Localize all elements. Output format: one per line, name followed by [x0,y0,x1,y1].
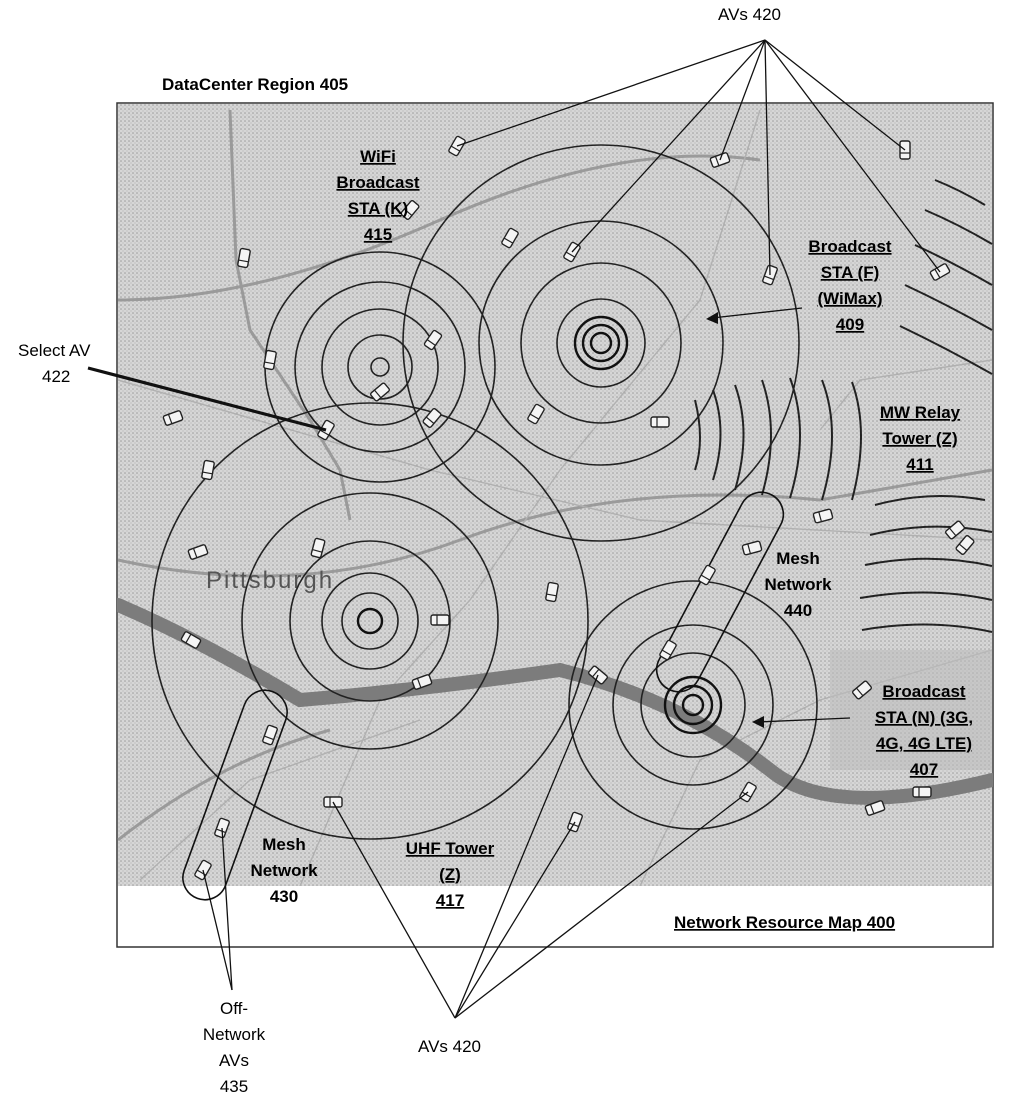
av-vehicle-icon [310,537,326,559]
av-vehicle-icon [262,724,278,746]
av-vehicle-icon [423,329,443,351]
svg-text:435: 435 [220,1077,248,1096]
svg-text:411: 411 [906,455,933,474]
av-vehicle-icon [162,410,184,426]
mw-relay-tower-arcs [694,179,993,633]
av-vehicle-icon [945,520,965,540]
av-vehicle-icon [201,459,215,481]
mesh-network-430-outline [182,689,288,901]
svg-text:Network: Network [203,1025,266,1044]
av-vehicle-icon [659,639,677,661]
svg-text:WiFi: WiFi [360,147,396,166]
svg-text:Network: Network [250,861,318,880]
svg-text:415: 415 [364,225,392,244]
av-vehicle-icon [912,786,932,798]
select-av-label: Select AV 422 [18,341,91,386]
svg-text:(WiMax): (WiMax) [817,289,882,308]
svg-text:422: 422 [42,367,70,386]
uhf-tower-coverage-rings [151,402,589,840]
svg-text:Mesh: Mesh [262,835,305,854]
av-vehicle-icon [400,200,420,220]
broadcast-sta-f-label: Broadcast STA (F) (WiMax) 409 [808,237,891,334]
tower-arrows [706,307,851,728]
avs-420-bottom-leader-lines [332,674,749,1019]
region-label: DataCenter Region 405 [162,75,348,94]
svg-text:Network: Network [764,575,832,594]
av-vehicle-icon [237,247,251,269]
select-av-leader-line [87,366,327,432]
av-vehicle-icon [698,564,716,586]
svg-text:430: 430 [270,887,298,906]
svg-text:AVs: AVs [219,1051,249,1070]
svg-text:Mesh: Mesh [776,549,819,568]
avs-420-top-label: AVs 420 [718,5,781,24]
svg-text:STA (N) (3G,: STA (N) (3G, [875,708,973,727]
svg-text:4G, 4G LTE): 4G, 4G LTE) [876,734,972,753]
av-vehicle-icon [180,631,202,649]
svg-text:STA (K): STA (K) [348,199,408,218]
svg-text:Select AV: Select AV [18,341,91,360]
av-vehicle-icon [430,614,450,626]
svg-text:Broadcast: Broadcast [808,237,891,256]
svg-text:MW Relay: MW Relay [880,403,961,422]
svg-text:407: 407 [910,760,938,779]
avs-420-top-leader-lines [456,39,941,276]
av-vehicle-icon [411,674,433,690]
mw-relay-tower-label: MW Relay Tower (Z) 411 [880,403,961,474]
off-network-leader-lines [202,827,233,991]
svg-text:440: 440 [784,601,812,620]
svg-text:Broadcast: Broadcast [336,173,419,192]
av-vehicle-icon [650,416,670,428]
mesh-network-440-label: Mesh Network 440 [764,549,832,620]
av-vehicle-icon [501,227,519,249]
av-vehicle-icon [187,544,209,560]
av-vehicle-icon [527,403,545,425]
svg-text:Tower (Z): Tower (Z) [882,429,957,448]
svg-text:Off-: Off- [220,999,248,1018]
av-vehicle-icon [955,535,975,555]
off-network-avs-label: Off- Network AVs 435 [203,999,266,1096]
map-place-name: Pittsburgh [206,567,334,594]
broadcast-sta-f-coverage-rings [402,144,800,542]
av-vehicle-icon [864,800,886,816]
av-vehicle-icon [812,508,834,524]
av-vehicle-icon [263,349,277,371]
uhf-tower-label: UHF Tower (Z) 417 [406,839,495,910]
svg-text:UHF Tower: UHF Tower [406,839,495,858]
av-vehicle-icon [370,382,390,402]
svg-text:Broadcast: Broadcast [882,682,965,701]
av-vehicle-icon [741,540,763,556]
svg-text:409: 409 [836,315,864,334]
av-vehicle-icon [422,408,442,428]
av-vehicle-icon [545,581,559,603]
map-background-features [117,109,993,886]
avs-420-bottom-label: AVs 420 [418,1037,481,1056]
svg-text:(Z): (Z) [439,865,461,884]
wifi-sta-label: WiFi Broadcast STA (K) 415 [336,147,419,244]
map-title: Network Resource Map 400 [674,913,895,932]
mesh-network-430-label: Mesh Network 430 [250,835,318,906]
svg-text:417: 417 [436,891,464,910]
broadcast-sta-n-label: Broadcast STA (N) (3G, 4G, 4G LTE) 407 [875,682,973,779]
svg-text:STA (F): STA (F) [821,263,880,282]
av-vehicle-icon [852,680,872,700]
